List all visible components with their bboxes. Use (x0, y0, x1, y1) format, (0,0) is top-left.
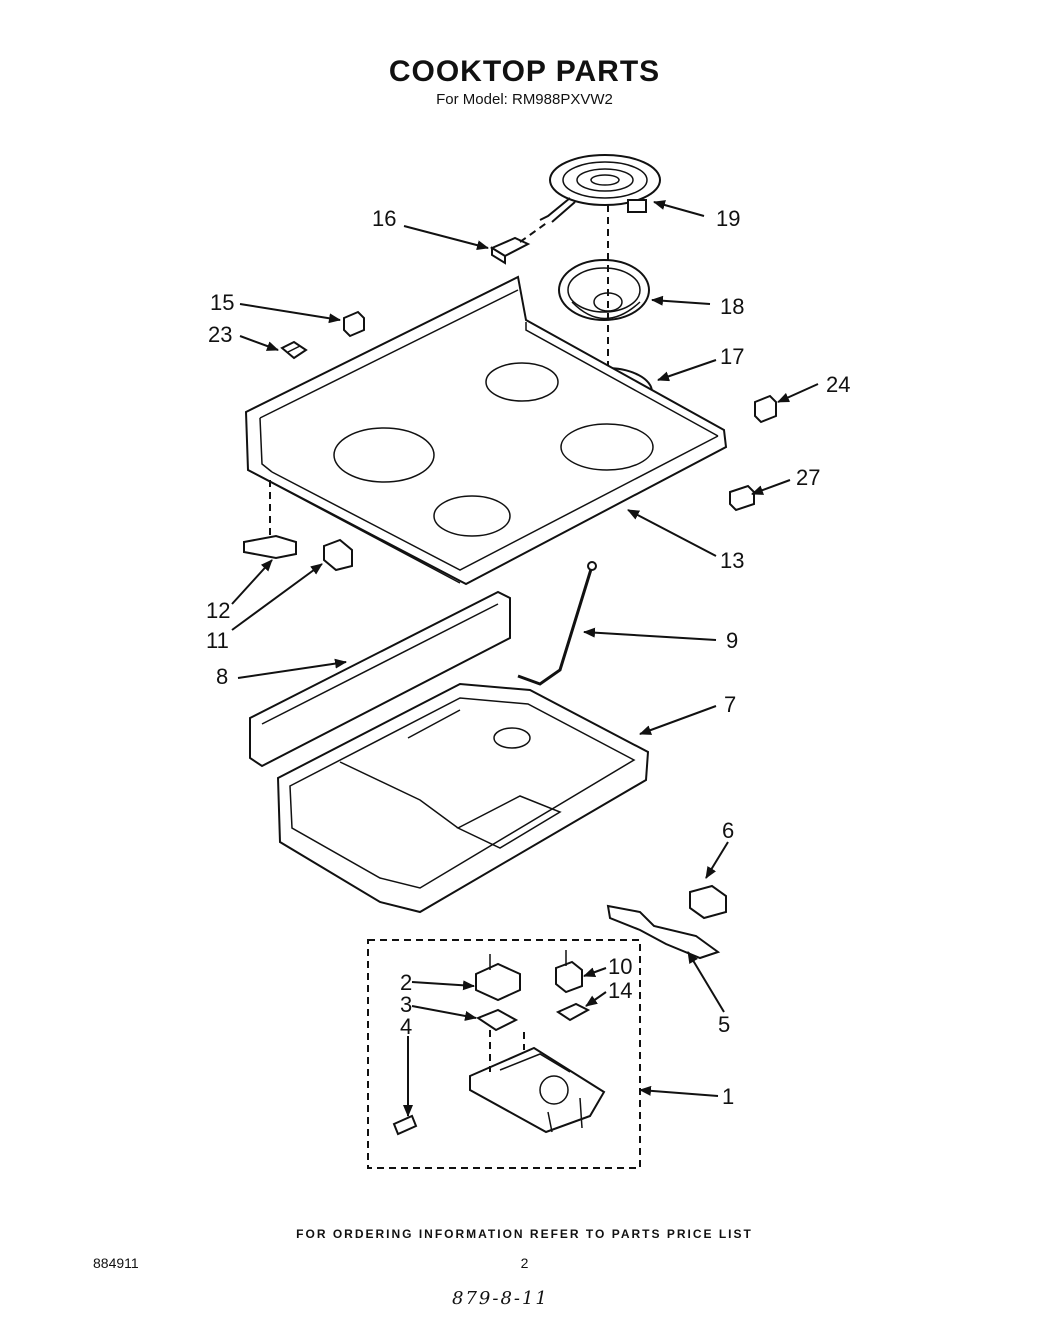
main-cooktop-13 (244, 275, 728, 586)
support-rod-9 (517, 561, 597, 686)
callout-10: 10 (608, 954, 632, 979)
callout-12: 12 (206, 598, 230, 623)
terminal-block-16 (489, 221, 549, 265)
callout-17: 17 (720, 344, 744, 369)
callout-8: 8 (216, 664, 228, 689)
callout-13: 13 (720, 548, 744, 573)
callout-19: 19 (716, 206, 740, 231)
part-27 (729, 484, 755, 512)
part-24 (754, 394, 777, 424)
callout-24: 24 (826, 372, 850, 397)
callout-23: 23 (208, 322, 232, 347)
part-23 (280, 340, 308, 360)
part-3 (475, 1008, 519, 1032)
callout-2: 2 (400, 970, 412, 995)
callout-9: 9 (726, 628, 738, 653)
ordering-note: FOR ORDERING INFORMATION REFER TO PARTS … (296, 1227, 753, 1241)
page-number: 2 (520, 1255, 529, 1271)
callout-16: 16 (372, 206, 396, 231)
callout-5: 5 (718, 1012, 730, 1037)
callout-27: 27 (796, 465, 820, 490)
part-6 (689, 884, 727, 920)
model-subtitle: For Model: RM988PXVW2 (436, 91, 613, 108)
switch-2 (475, 954, 521, 1002)
callout-18: 18 (720, 294, 744, 319)
callout-6: 6 (722, 818, 734, 843)
bracket-5 (606, 904, 721, 960)
control-base-1 (469, 1030, 606, 1134)
front-channel-8 (249, 590, 511, 768)
callout-15: 15 (210, 290, 234, 315)
callout-7: 7 (724, 692, 736, 717)
part-11 (323, 538, 353, 572)
drip-tray-7 (276, 682, 650, 914)
callout-1: 1 (722, 1084, 734, 1109)
part-14 (555, 1002, 591, 1022)
part-4 (392, 1114, 418, 1136)
drip-bowl-18 (558, 259, 650, 321)
page-title: COOKTOP PARTS (388, 55, 661, 88)
surface-element-19 (539, 154, 661, 223)
callout-3: 3 (400, 992, 412, 1017)
part-12 (243, 480, 297, 560)
callout-4: 4 (400, 1014, 412, 1039)
part-15 (343, 310, 365, 338)
callout-11: 11 (206, 628, 229, 653)
switch-assembly-box (367, 939, 641, 1169)
document-number: 884911 (93, 1255, 139, 1271)
callout-14: 14 (608, 978, 632, 1003)
handwritten-note: 879-8-11 (452, 1288, 549, 1309)
part-10 (555, 950, 583, 994)
